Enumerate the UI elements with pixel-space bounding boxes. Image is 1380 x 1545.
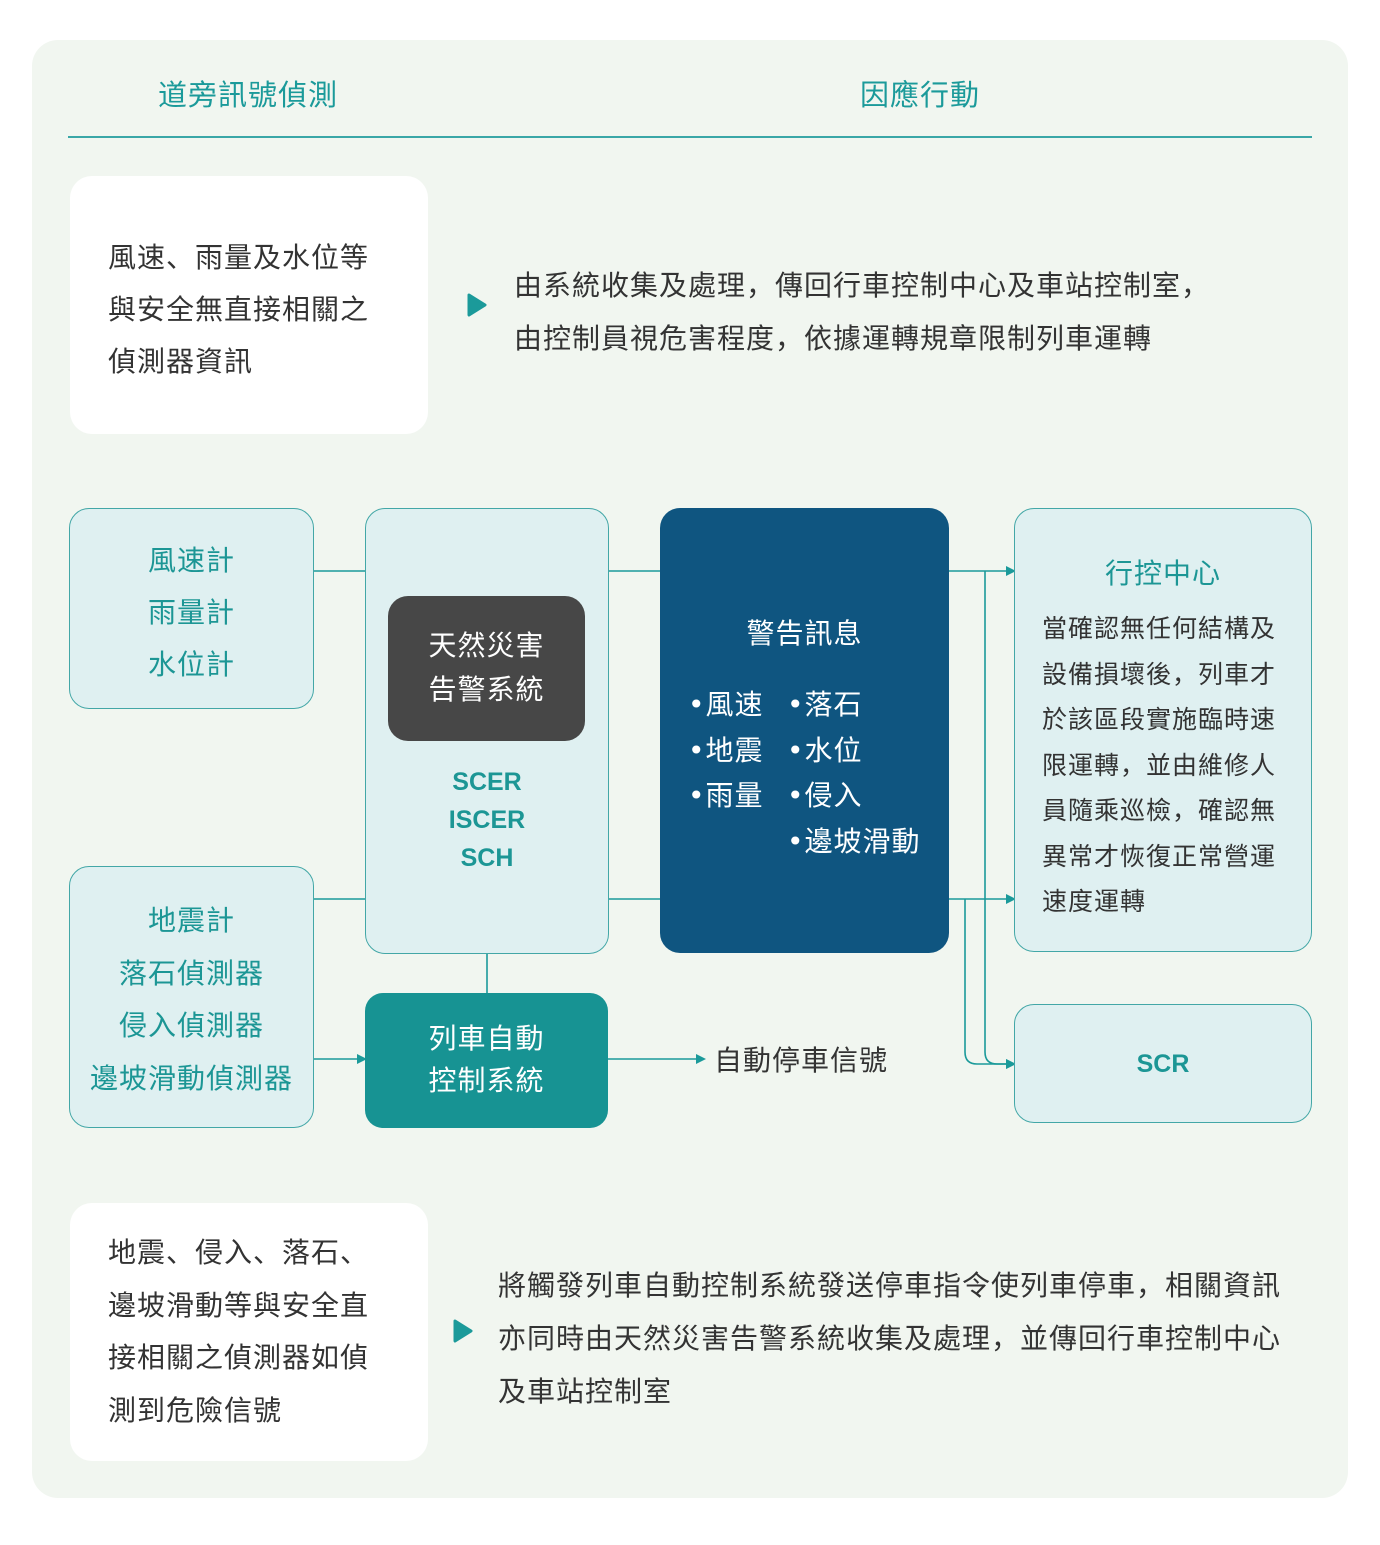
control-center-title: 行控中心 — [1104, 557, 1221, 590]
atc-system-label: 控制系統 — [428, 1064, 545, 1097]
response-line: 由控制員視危害程度，依據運轉規章限制列車運轉 — [514, 322, 1153, 355]
response-line: 由系統收集及處理，傳回行車控制中心及車站控制室， — [514, 269, 1211, 302]
bottom-info-card-text: 地震、侵入、落石、 邊坡滑動等與安全直 接相關之偵測器如偵 測到危險信號 — [108, 1227, 369, 1437]
sensor-item: 地震計 — [147, 904, 235, 937]
safety-sensors-box — [69, 866, 314, 1128]
warning-item: •雨量 — [688, 779, 764, 812]
atc-system-box: 列車自動 控制系統 — [365, 993, 608, 1128]
card-line: 地震、侵入、落石、 — [108, 1236, 370, 1269]
disaster-system-label: 天然災害 — [428, 629, 545, 662]
warning-item: •地震 — [688, 733, 764, 767]
bottom-info-card — [70, 1203, 428, 1461]
control-center-box — [1014, 508, 1312, 952]
system-code: ISCER — [448, 806, 526, 834]
warning-message-box — [660, 508, 949, 953]
warning-item: •侵入 — [787, 779, 863, 812]
disaster-system-label: 告警系統 — [428, 673, 545, 706]
header-response-action: 因應行動 — [859, 78, 980, 112]
header-signal-detection: 道旁訊號偵測 — [157, 78, 338, 112]
control-center-line: 限運轉，並由維修人 — [1042, 750, 1277, 780]
card-line: 邊坡滑動等與安全直 — [108, 1288, 370, 1322]
arrow-warning-to-scr-a — [984, 571, 1016, 1069]
auto-stop-signal-label: 自動停車信號 — [714, 1044, 889, 1077]
control-center-line: 設備損壞後，列車才 — [1042, 659, 1277, 689]
sensor-item: 雨量計 — [147, 596, 235, 629]
system-code: SCH — [460, 844, 514, 872]
control-center-line: 員隨乘巡檢，確認無 — [1042, 796, 1277, 825]
sensor-item: 風速計 — [147, 544, 235, 577]
warning-title: 警告訊息 — [746, 617, 863, 650]
top-info-card — [70, 176, 428, 434]
warning-items-col2: •落石 •水位 •侵入 •邊坡滑動 — [787, 682, 921, 864]
system-codes: SCER ISCER SCH — [365, 763, 609, 877]
card-line: 偵測器資訊 — [108, 345, 254, 378]
warning-item: •水位 — [787, 733, 863, 767]
disaster-system-box: 天然災害 告警系統 — [388, 596, 585, 741]
top-response-text: 由系統收集及處理，傳回行車控制中心及車站控制室， 由控制員視危害程度，依據運轉規… — [514, 259, 1210, 365]
top-info-card-text: 風速、雨量及水位等 與安全無直接相關之 偵測器資訊 — [108, 232, 369, 388]
control-center-line: 當確認無任何結構及 — [1042, 614, 1277, 643]
response-line: 亦同時由天然災害告警系統收集及處理，並傳回行車控制中心 — [498, 1322, 1282, 1355]
card-line: 風速、雨量及水位等 — [108, 241, 370, 274]
header-divider — [68, 136, 1312, 138]
response-line: 將觸發列車自動控制系統發送停車指令使列車停車，相關資訊 — [498, 1269, 1282, 1302]
control-center-line: 速度運轉 — [1042, 887, 1147, 916]
card-line: 測到危險信號 — [108, 1393, 283, 1427]
warning-items-col1: •風速 •地震 •雨量 — [688, 682, 764, 819]
control-center-line: 異常才恢復正常營運 — [1042, 841, 1277, 871]
response-line: 及車站控制室 — [498, 1375, 673, 1408]
scr-label: SCR — [1136, 1050, 1190, 1078]
safety-sensors-list: 地震計 落石偵測器 侵入偵測器 邊坡滑動偵測器 — [69, 895, 314, 1105]
system-code: SCER — [452, 768, 522, 796]
sensor-item: 落石偵測器 — [118, 956, 264, 990]
warning-item: •落石 — [787, 688, 863, 721]
atc-system-label: 列車自動 — [428, 1022, 545, 1055]
sensor-item: 邊坡滑動偵測器 — [89, 1061, 293, 1095]
play-arrow-icon — [467, 293, 487, 317]
arrow-warning-to-scr-b — [964, 899, 1016, 1069]
control-center-description: 當確認無任何結構及 設備損壞後，列車才 於該區段實施臨時速 限運轉，並由維修人 … — [1042, 606, 1276, 925]
card-line: 接相關之偵測器如偵 — [108, 1341, 370, 1374]
control-center-line: 於該區段實施臨時速 — [1042, 705, 1277, 734]
sensor-item: 水位計 — [147, 648, 235, 681]
weather-sensors-list: 風速計 雨量計 水位計 — [69, 535, 314, 691]
play-arrow-icon — [453, 1319, 473, 1343]
bottom-response-text: 將觸發列車自動控制系統發送停車指令使列車停車，相關資訊 亦同時由天然災害告警系統… — [498, 1259, 1281, 1418]
weather-sensors-box — [69, 508, 314, 709]
warning-item: •邊坡滑動 — [787, 824, 921, 858]
warning-item: •風速 — [688, 688, 764, 721]
card-line: 與安全無直接相關之 — [108, 293, 370, 326]
scr-box — [1014, 1004, 1312, 1123]
sensor-item: 侵入偵測器 — [118, 1009, 264, 1042]
